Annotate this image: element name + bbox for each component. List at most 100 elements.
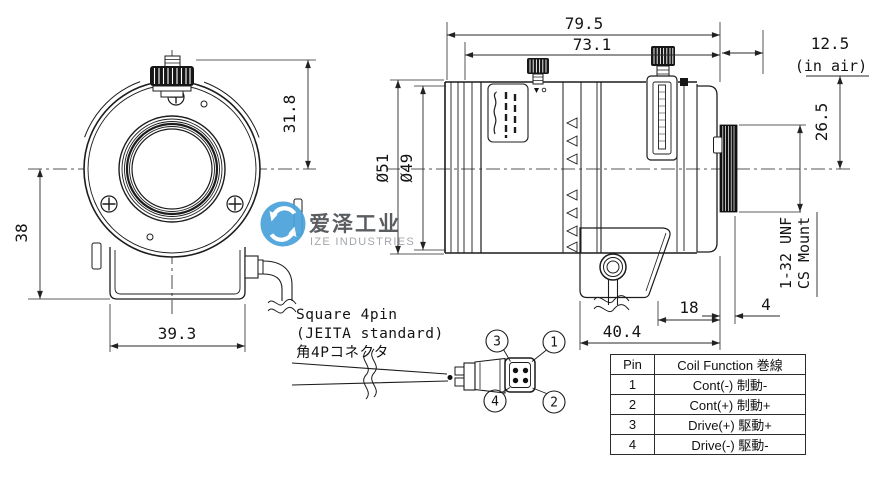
balloon-pin-4-label: 4	[491, 395, 499, 410]
table-row: 3 Drive(+) 駆動+	[610, 414, 806, 435]
balloon-pin-1-label: 1	[550, 336, 558, 351]
dim-front-base-width: 39.3	[158, 324, 197, 343]
connector-collar	[463, 362, 476, 391]
table-header-function: Coil Function 巻線	[654, 354, 806, 375]
front-flange-arc-right	[203, 81, 260, 138]
front-lens-ring-3	[124, 121, 220, 217]
front-pin-hole-top	[200, 100, 208, 108]
side-rear-cap	[697, 85, 718, 253]
front-view-dimensions	[28, 59, 316, 352]
table-cell-function: Drive(-) 駆動-	[654, 434, 806, 455]
side-view-dimensions	[390, 22, 869, 350]
table-row: 2 Cont(+) 制動+	[610, 394, 806, 415]
dim-image-height: 26.5	[812, 103, 831, 142]
balloon-pin-2-label: 2	[550, 396, 558, 411]
front-left-tab	[91, 242, 102, 270]
table-cell-pin: 1	[610, 374, 655, 395]
front-cable-break-1	[267, 298, 297, 306]
connector-label-line3: 角4Pコネクタ	[296, 344, 389, 361]
dim-diameter-outer: Ø51	[373, 154, 392, 183]
front-cable-outer	[262, 260, 293, 301]
dim-diameter-inner: Ø49	[397, 154, 416, 183]
dim-front-height-bottom: 38	[12, 223, 31, 242]
connector-leader-lines	[501, 349, 547, 394]
side-cable-grommet	[593, 253, 630, 313]
side-index-mark	[534, 87, 547, 93]
side-mount-threads	[719, 124, 738, 213]
table-cell-function: Cont(-) 制動-	[654, 374, 806, 395]
front-cable-block	[244, 255, 259, 279]
side-mount-tab	[713, 136, 723, 154]
side-thumbscrew-lock	[646, 46, 688, 161]
balloon-pin-2	[542, 390, 566, 414]
connector-label-line1: Square 4pin	[296, 307, 398, 323]
connector-cable-dot	[447, 375, 453, 380]
connector-cable-break-1	[363, 350, 369, 400]
front-view	[28, 50, 316, 318]
front-cable-break-2	[267, 306, 297, 314]
front-screw-lower-left	[100, 195, 118, 213]
table-cell-pin: 3	[610, 414, 655, 435]
dim-back-focus: 12.5	[811, 34, 850, 53]
table-cell-pin: 2	[610, 394, 655, 415]
dim-total-length: 79.5	[565, 14, 604, 33]
balloon-pin-1	[542, 330, 566, 354]
dim-back-focus-note: (in air)	[795, 57, 867, 75]
front-lens-ring-2	[121, 118, 223, 220]
connector-cable-lines	[291, 362, 449, 386]
dim-foot-offset: 40.4	[603, 322, 642, 341]
table-cell-function: Drive(+) 駆動+	[654, 414, 806, 435]
connector-plug-body	[474, 357, 506, 394]
connector-label-line2: (JEITA standard)	[296, 326, 444, 342]
mount-type-label: CS Mount	[795, 217, 813, 289]
front-pin-hole-bottom	[146, 233, 154, 241]
table-cell-pin: 4	[610, 434, 655, 455]
connector-plug-face	[504, 357, 536, 393]
front-flange-arc-left	[84, 81, 141, 138]
side-view	[386, 46, 852, 313]
connector-crimp-1	[454, 366, 465, 376]
front-lens-ring-1	[118, 115, 226, 223]
watermark-brand-cn: 爱泽工业	[309, 213, 401, 236]
front-base-outline	[109, 247, 246, 300]
table-header-pin: Pin	[610, 354, 655, 375]
front-cable-stub	[257, 259, 264, 275]
dim-thread-length: 4	[761, 295, 771, 314]
mount-thread-spec: 1-32 UNF	[777, 217, 795, 289]
side-model-label	[487, 83, 529, 143]
connector-cable-break-2	[371, 348, 377, 398]
connector-pin-4	[512, 377, 519, 384]
table-header-row: Pin Coil Function 巻線	[610, 354, 806, 375]
side-grip-ring-lines	[562, 82, 582, 253]
side-rear-ring-lines	[676, 82, 685, 252]
table-row: 1 Cont(-) 制動-	[610, 374, 806, 395]
dim-rear-offset: 18	[679, 298, 698, 317]
side-thumbscrew-front	[527, 58, 549, 85]
side-front-ring-lines	[457, 82, 473, 253]
side-foot-inner-edge	[645, 232, 667, 292]
connector-pin-1	[522, 367, 529, 374]
dim-body-length: 73.1	[573, 35, 612, 54]
connector-diagram	[291, 329, 566, 414]
watermark: 爱泽工业 IZE INDUSTRIES	[260, 201, 414, 248]
connector-pin-3	[512, 367, 519, 374]
connector-crimp-2	[454, 377, 465, 387]
table-cell-function: Cont(+) 制動+	[654, 394, 806, 415]
table-row: 4 Drive(-) 駆動-	[610, 434, 806, 455]
front-lens-aperture	[131, 128, 213, 210]
balloon-pin-3	[485, 329, 509, 353]
front-lens-ring-4	[125, 122, 219, 216]
front-cable-inner	[262, 273, 283, 301]
balloon-pin-3-label: 3	[493, 335, 501, 350]
front-thumbscrew	[150, 55, 194, 98]
side-grip-texture	[565, 117, 578, 253]
connector-pin-2	[522, 377, 529, 384]
dim-front-height-top: 31.8	[280, 95, 299, 134]
front-screw-lower-right	[226, 195, 244, 213]
balloon-pin-4	[483, 389, 507, 413]
front-base-inner	[114, 250, 241, 295]
front-outer-ring	[83, 80, 261, 258]
pin-function-table: Pin Coil Function 巻線 1 Cont(-) 制動- 2 Con…	[610, 354, 806, 455]
